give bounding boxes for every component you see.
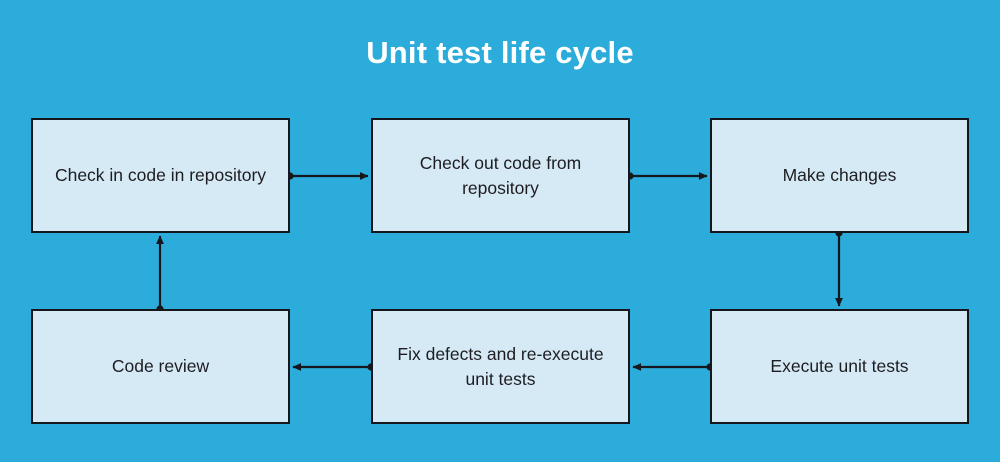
node-label: Check out code from repository	[419, 152, 582, 198]
node-check-out-code[interactable]: Check out code from repository	[371, 118, 630, 233]
node-make-changes[interactable]: Make changes	[710, 118, 969, 233]
node-label: Code review	[111, 356, 210, 376]
page-title: Unit test life cycle	[366, 35, 634, 70]
node-check-in-code[interactable]: Check in code in repository	[31, 118, 290, 233]
node-execute-unit-tests[interactable]: Execute unit tests	[710, 309, 969, 424]
node-label: Fix defects and re-execute unit tests	[397, 343, 604, 389]
node-label: Check in code in repository	[54, 165, 267, 185]
node-code-review[interactable]: Code review	[31, 309, 290, 424]
node-label: Execute unit tests	[770, 356, 909, 376]
node-label: Make changes	[782, 165, 897, 185]
node-fix-defects[interactable]: Fix defects and re-execute unit tests	[371, 309, 630, 424]
